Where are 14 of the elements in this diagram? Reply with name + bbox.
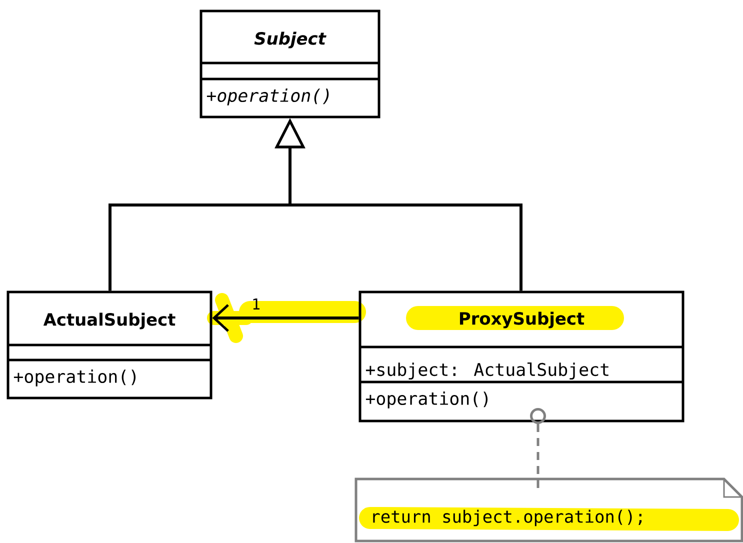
- note-box: return subject.operation();: [354, 478, 743, 542]
- class-box: [200, 10, 380, 118]
- attribute-text: +subject: ActualSubject: [366, 362, 608, 380]
- class-box: [358, 290, 684, 422]
- operation-text: +operation(): [14, 370, 136, 386]
- association-arrow: [212, 304, 359, 332]
- operation-text: +operation(): [366, 392, 488, 408]
- class-name: ActualSubject: [43, 312, 176, 330]
- multiplicity-label: 1: [253, 298, 260, 310]
- note-connector: [530, 408, 546, 488]
- class-box: [6, 290, 212, 400]
- operation-text: +operation(): [206, 88, 329, 106]
- class-name: Subject: [254, 32, 326, 48]
- class-name: ProxySubject: [460, 312, 584, 328]
